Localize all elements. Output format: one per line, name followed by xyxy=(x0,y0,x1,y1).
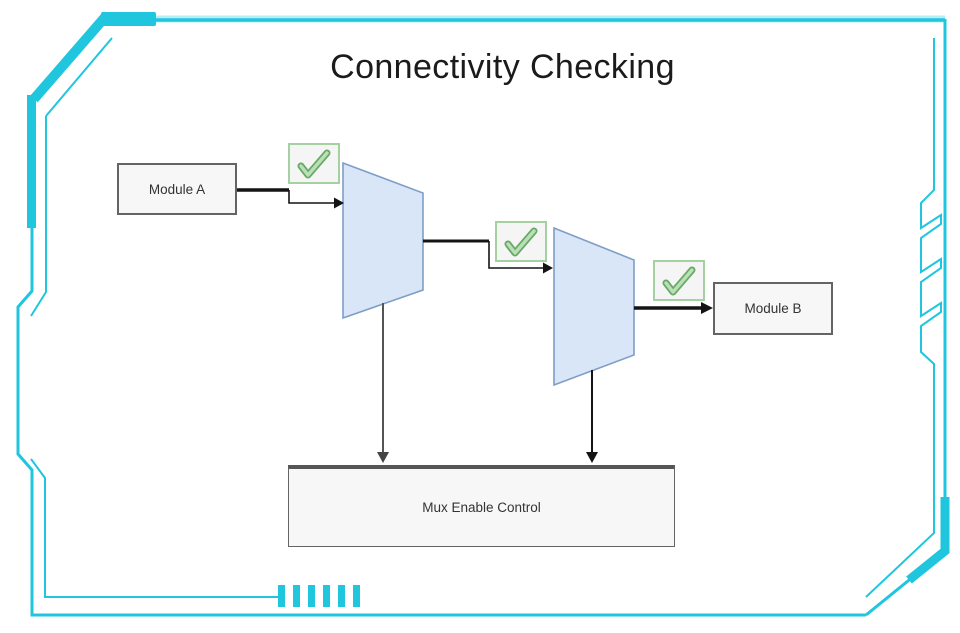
topleft-accent-diagonal xyxy=(30,12,110,103)
top-accent-cap xyxy=(101,12,156,26)
arrowhead-enable-1 xyxy=(377,452,389,463)
wire-mux1-to-mux2 xyxy=(488,241,543,269)
right-inner-zigzag-line xyxy=(865,38,942,598)
node-mux-enable-control: Mux Enable Control xyxy=(288,465,675,547)
topleft-inner-diagonal xyxy=(45,37,113,117)
check-badge-2 xyxy=(495,221,547,262)
wire-module-a-to-mux1 xyxy=(288,190,334,204)
left-inner-line-upper xyxy=(30,116,47,317)
mux-2-shape xyxy=(553,226,635,387)
arrowhead-module-b-input xyxy=(701,302,713,314)
check-badge-1 xyxy=(288,143,340,184)
bottom-dash-ticks xyxy=(278,585,360,607)
mux-1-shape xyxy=(342,161,424,320)
mux-shapes xyxy=(342,161,635,387)
check-badge-3 xyxy=(653,260,705,301)
page-title: Connectivity Checking xyxy=(330,48,675,86)
hud-frame xyxy=(16,12,950,617)
node-module-b: Module B xyxy=(713,282,833,335)
check-icon xyxy=(297,149,331,178)
node-module-a-label: Module A xyxy=(148,181,206,197)
connection-arrows xyxy=(237,188,713,463)
node-module-b-label: Module B xyxy=(744,301,802,316)
bottomright-accent xyxy=(906,497,950,584)
node-mux-enable-control-label: Mux Enable Control xyxy=(422,500,541,515)
arrowhead-mux1-input xyxy=(334,197,344,209)
arrowhead-enable-2 xyxy=(586,452,598,463)
left-bottom-border-line xyxy=(16,226,866,617)
node-module-a: Module A xyxy=(117,163,237,215)
arrowhead-mux2-input xyxy=(543,262,553,274)
check-icon xyxy=(504,227,538,256)
check-icon xyxy=(662,266,696,295)
left-inner-line-lower xyxy=(30,458,278,598)
